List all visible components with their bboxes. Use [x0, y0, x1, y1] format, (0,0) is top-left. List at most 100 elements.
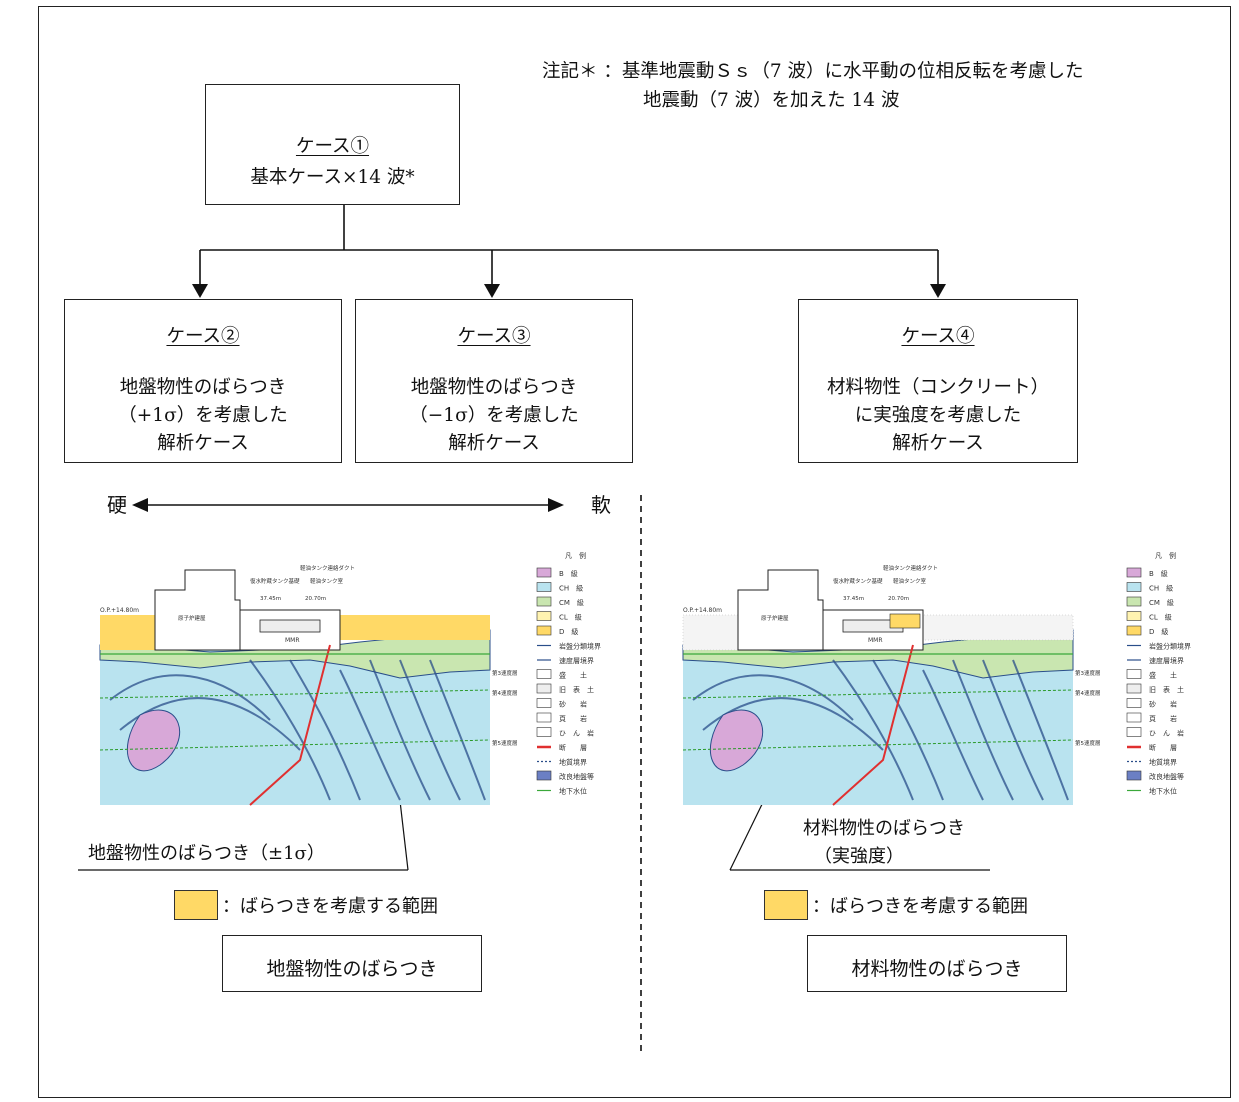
map-dim1: 37.45m: [843, 596, 864, 602]
case1-title: ケース①: [295, 136, 370, 157]
legend-swatch: [1126, 727, 1142, 737]
legend-item-label: CH 級: [1149, 584, 1173, 593]
legend-item-label: D 級: [559, 627, 578, 636]
right-callout-line-1: 材料物性のばらつき: [803, 818, 965, 839]
legend-item-label: CM 級: [1149, 598, 1174, 607]
legend-item-label: 断 層: [1149, 743, 1177, 752]
arrow-hard: [132, 498, 148, 512]
map-label-top1: 軽油タンク連絡ダクト: [883, 564, 938, 572]
legend-item-label: 改良地盤等: [559, 772, 594, 781]
legend-item-label: 速度層境界: [1149, 656, 1184, 665]
left-callout: 地盤物性のばらつき（±1σ）: [88, 843, 325, 864]
legend-item-label: 地下水位: [1149, 787, 1177, 796]
legend-item-label: ひ ん 岩: [559, 729, 594, 738]
hard-label: 硬: [107, 493, 127, 517]
case4-line-1: 材料物性（コンクリート）: [826, 377, 1049, 398]
legend-item-label: 速度層境界: [559, 656, 594, 665]
cross-section-left: O.P.+14.80m MMR 第3速度層 第4速度層 第5速度層 軽油タンク連…: [99, 564, 518, 806]
map-elevation-label: O.P.+14.80m: [683, 607, 722, 614]
arrow-soft: [548, 498, 564, 512]
case2-line-3: 解析ケース: [157, 433, 249, 454]
legend-item-label: D 級: [1149, 627, 1168, 636]
legend-item-label: 頁 岩: [559, 714, 587, 723]
map-layer2: 第4速度層: [492, 689, 518, 697]
legend-item-label: 地質境界: [1149, 758, 1177, 767]
left-category-box: 地盤物性のばらつき: [222, 935, 482, 992]
legend-swatch: [1126, 770, 1142, 781]
legend-swatch: [1126, 683, 1142, 694]
map-dim2: 20.70m: [305, 596, 326, 602]
legend-swatch: [536, 582, 552, 592]
legend-title: 凡 例: [565, 551, 586, 560]
map-layer3: 第5速度層: [1075, 739, 1101, 747]
legend-item-label: 盛 土: [1149, 671, 1177, 680]
legend-item-label: 砂 岩: [559, 700, 587, 709]
map-building: 原子炉建屋: [761, 614, 789, 622]
legend-swatch: [1126, 712, 1142, 723]
right-callout-line-2: （実強度）: [814, 846, 904, 867]
legend-swatch: [1126, 625, 1142, 636]
right-category-label: 材料物性のばらつき: [851, 958, 1023, 980]
cross-section-right: O.P.+14.80m MMR 第3速度層 第4速度層 第5速度層 軽油タンク連…: [682, 564, 1101, 806]
case3-line-2: （−1σ）を考慮した: [409, 405, 579, 426]
legend-swatch: [536, 611, 552, 621]
map-layer2: 第4速度層: [1075, 689, 1101, 697]
legend-item-label: 盛 土: [559, 671, 587, 680]
legend-item-label: 岩盤分類境界: [559, 642, 601, 651]
map-label-top3: 軽油タンク室: [893, 577, 927, 585]
legend-swatch: [536, 698, 552, 708]
legend-item-label: 地下水位: [559, 787, 587, 796]
right-swatch-label: ：ばらつきを考慮する範囲: [812, 896, 1028, 917]
legend-swatch: [1126, 698, 1142, 708]
legend-item-label: B 級: [1149, 569, 1168, 578]
case4-line-3: 解析ケース: [892, 433, 984, 454]
soft-label: 軟: [591, 493, 611, 517]
map-dim1: 37.45m: [260, 596, 281, 602]
legend-item-label: 改良地盤等: [1149, 772, 1184, 781]
map-dim2: 20.70m: [888, 596, 909, 602]
legend-item-label: 岩盤分類境界: [1149, 642, 1191, 651]
case3-title: ケース③: [457, 326, 531, 347]
map-label-top1: 軽油タンク連絡ダクト: [300, 564, 355, 572]
left-swatch-label: ：ばらつきを考慮する範囲: [222, 896, 438, 917]
arrow-case3: [484, 284, 500, 298]
case4-title: ケース④: [901, 326, 975, 347]
legend-swatch: [536, 596, 552, 607]
case2-title: ケース②: [166, 326, 240, 347]
case4-line-2: に実強度を考慮した: [854, 405, 1022, 426]
map-label-top2: 復水貯蔵タンク基礎: [250, 577, 300, 585]
legend-item-label: CH 級: [559, 584, 583, 593]
left-category-label: 地盤物性のばらつき: [266, 958, 438, 980]
map-layer1: 第3速度層: [1075, 669, 1101, 677]
arrow-case2: [192, 284, 208, 298]
legend-item-label: CL 級: [559, 613, 582, 622]
map-layer3: 第5速度層: [492, 739, 518, 747]
legend-item-label: 旧 表 土: [559, 685, 594, 694]
case4-box: ケース④ 材料物性（コンクリート） に実強度を考慮した 解析ケース: [798, 299, 1078, 463]
legend-item-label: 地質境界: [559, 758, 587, 767]
map-label-top2: 復水貯蔵タンク基礎: [833, 577, 883, 585]
legend-swatch: [1126, 582, 1142, 592]
arrow-case4: [930, 284, 946, 298]
map-mmr-label: MMR: [285, 637, 300, 644]
legend-item-label: 旧 表 土: [1149, 685, 1184, 694]
case2-box: ケース② 地盤物性のばらつき （+1σ）を考慮した 解析ケース: [64, 299, 342, 463]
note-line-2: 地震動（7 波）を加えた 14 波: [643, 90, 900, 111]
legend-swatch: [1126, 567, 1142, 578]
map-elevation-label: O.P.+14.80m: [100, 607, 139, 614]
legend-swatch: [536, 567, 552, 578]
right-range-swatch: [764, 890, 808, 920]
legend-swatch: [536, 683, 552, 694]
legend-item-label: 砂 岩: [1149, 700, 1177, 709]
case2-line-2: （+1σ）を考慮した: [118, 405, 288, 426]
map-layer1: 第3速度層: [492, 669, 518, 677]
legend-item-label: 頁 岩: [1149, 714, 1177, 723]
note-line-1: 注記＊ ：基準地震動Ｓｓ（7 波）に水平動の位相反転を考慮した: [542, 61, 1084, 82]
map-building: 原子炉建屋: [178, 614, 206, 622]
figure-frame: [38, 6, 1231, 1098]
legend-swatch: [1126, 611, 1142, 621]
left-range-swatch: [174, 890, 218, 920]
